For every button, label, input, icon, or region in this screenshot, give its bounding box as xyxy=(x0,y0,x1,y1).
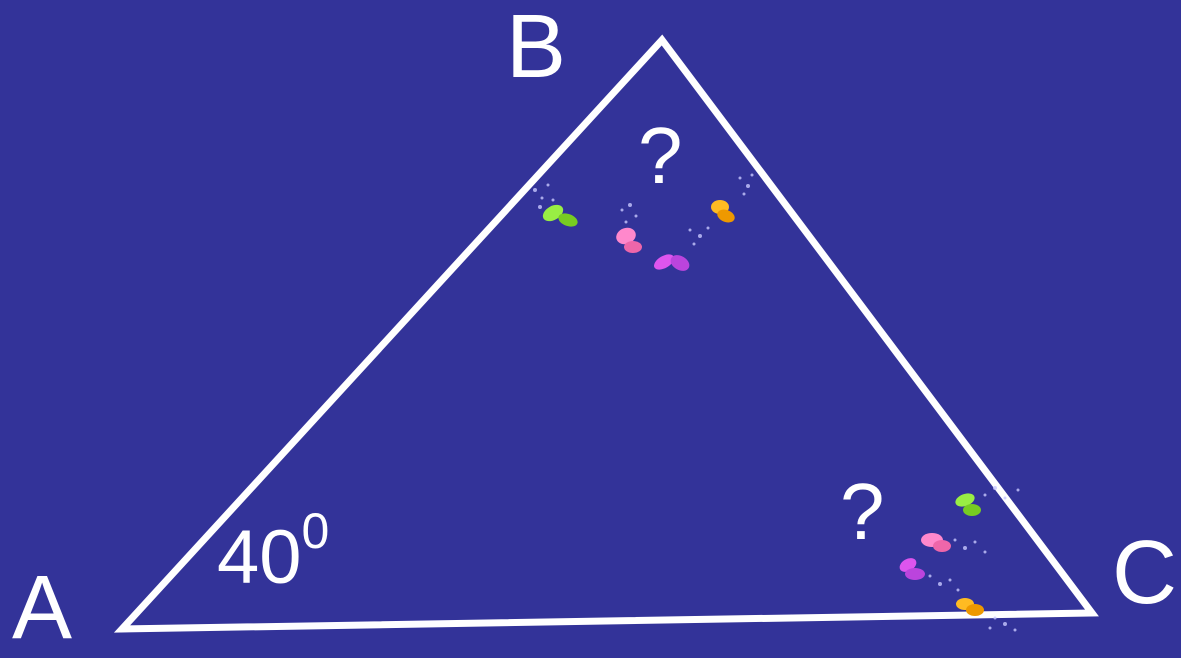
sparkle-icon xyxy=(533,173,754,246)
angle-a-unit: 0 xyxy=(301,503,330,559)
angle-a-value: 40 xyxy=(217,515,302,600)
vertex-label-b: B xyxy=(506,0,567,97)
butterfly-icon xyxy=(542,204,578,227)
butterfly-icon xyxy=(654,254,690,271)
unknown-angle-c: ? xyxy=(840,467,885,556)
butterfly-icon xyxy=(899,558,925,580)
butterfly-icon xyxy=(956,598,984,616)
butterfly-icon xyxy=(955,493,981,516)
vertex-label-a: A xyxy=(12,558,73,658)
butterfly-icon xyxy=(711,200,735,223)
angle-a-measure: 400 xyxy=(217,506,329,596)
butterfly-icon xyxy=(616,227,642,253)
vertex-label-c: C xyxy=(1112,523,1177,623)
butterfly-icon xyxy=(921,533,951,552)
unknown-angle-b: ? xyxy=(638,111,683,200)
butterfly-decoration xyxy=(899,486,1020,632)
butterfly-decoration xyxy=(533,173,754,271)
triangle-abc xyxy=(113,34,1099,633)
sparkle-icon xyxy=(928,486,1020,632)
